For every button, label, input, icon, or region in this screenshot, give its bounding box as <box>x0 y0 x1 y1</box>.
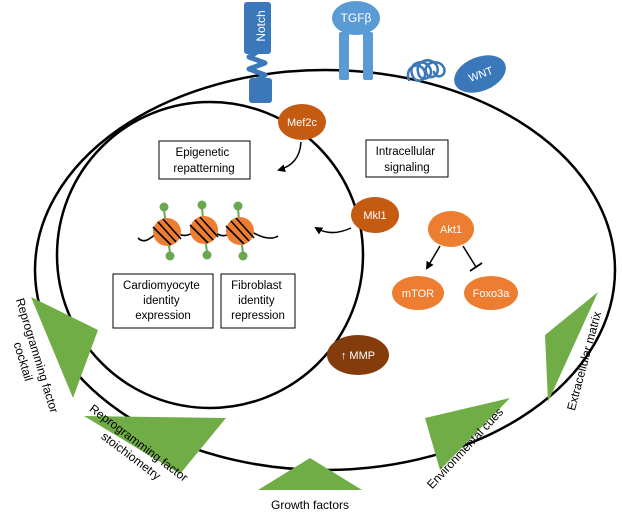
akt1-inhibits-foxo3a <box>462 245 483 272</box>
akt1-to-mtor-arrow <box>425 245 441 270</box>
mef2c-node <box>278 104 326 140</box>
mmp-node <box>327 335 389 375</box>
mmp-label: ↑ MMP <box>341 350 375 362</box>
environmental-cues-wedge <box>425 398 510 470</box>
nucleus <box>55 100 365 410</box>
extracellular-matrix-wedge <box>545 292 598 402</box>
nucleosome <box>189 216 219 244</box>
growth-factors-wedge <box>258 458 362 490</box>
cardiomyocyte-label: Cardiomyocyte identity expression <box>123 280 203 322</box>
tgfb-receptor: TGFβ <box>332 1 380 80</box>
mkl1-label: Mkl1 <box>363 210 386 222</box>
cardiomyocyte-box <box>112 273 214 329</box>
epigenetic-box <box>158 140 251 180</box>
wnt-receptor: WNT <box>406 55 506 93</box>
epigenetic-label: Epigenetic repatterning <box>173 147 234 175</box>
notch-receptor: Notch <box>244 2 272 103</box>
reprogramming-cocktail-wedge <box>31 297 98 398</box>
growth-factors-label: Growth factors <box>271 498 349 512</box>
foxo3a-node <box>464 276 518 310</box>
nucleosome <box>225 217 255 245</box>
mtor-label: mTOR <box>402 288 434 300</box>
fibroblast-label: Fibroblast identity repression <box>231 280 285 322</box>
mtor-node <box>392 276 444 310</box>
akt1-node <box>428 211 474 247</box>
notch-label: Notch <box>254 10 268 41</box>
histone-mark <box>159 200 248 261</box>
akt1-label: Akt1 <box>440 224 462 236</box>
intracellular-label: Intracellular signaling <box>376 146 439 174</box>
nucleosome <box>152 218 182 246</box>
mef2c-label: Mef2c <box>287 117 317 129</box>
mkl1-arrow <box>314 226 352 235</box>
foxo3a-label: Foxo3a <box>473 288 511 300</box>
tgfb-label: TGFβ <box>341 11 372 25</box>
fibroblast-box <box>220 273 296 329</box>
chromatin <box>137 200 279 261</box>
intracellular-box <box>365 139 449 178</box>
mef2c-arrow <box>277 141 302 173</box>
mkl1-node <box>351 197 399 233</box>
reprogramming-stoichiometry-wedge <box>84 416 226 474</box>
